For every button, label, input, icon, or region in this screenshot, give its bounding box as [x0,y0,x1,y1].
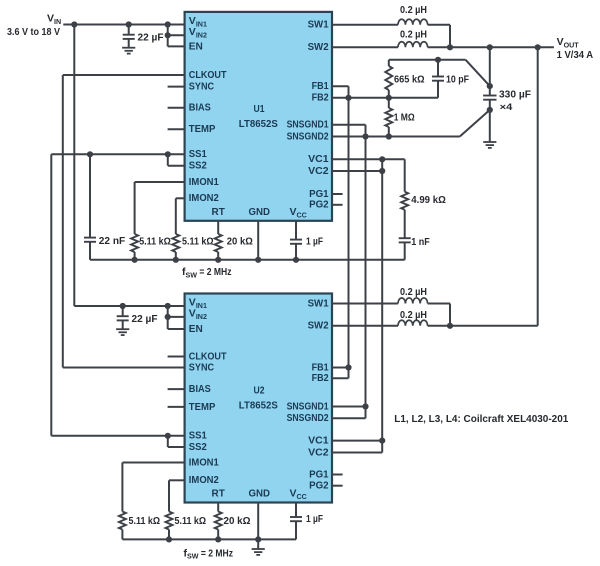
svg-text:BIAS: BIAS [189,102,211,114]
svg-text:10 pF: 10 pF [446,73,469,85]
svg-text:VIN: VIN [47,13,61,26]
svg-text:PG1: PG1 [309,188,329,200]
svg-text:1 MΩ: 1 MΩ [394,111,415,123]
svg-text:PG2: PG2 [309,199,329,211]
svg-text:TEMP: TEMP [189,401,216,413]
svg-text:GND: GND [248,488,270,500]
svg-text:VC1: VC1 [308,435,329,447]
svg-text:5.11 kΩ: 5.11 kΩ [139,235,171,247]
svg-text:0.2 µH: 0.2 µH [400,286,427,298]
svg-text:SS2: SS2 [189,160,207,172]
svg-text:FB2: FB2 [312,92,329,104]
svg-text:SW2: SW2 [308,320,329,332]
svg-text:IMON2: IMON2 [189,474,219,486]
svg-text:1 µF: 1 µF [306,235,323,247]
svg-text:U2: U2 [254,385,265,397]
svg-text:RT: RT [212,206,226,218]
svg-text:SW2: SW2 [308,41,329,53]
svg-text:1 V/34 A: 1 V/34 A [557,49,594,61]
svg-text:LT8652S: LT8652S [239,399,278,411]
svg-text:TEMP: TEMP [189,123,216,135]
svg-text:L1, L2, L3, L4: Coilcraft XEL4: L1, L2, L3, L4: Coilcraft XEL4030-201 [394,413,568,425]
svg-text:VIN2: VIN2 [189,26,207,39]
svg-text:EN: EN [189,323,203,335]
svg-text:FB1: FB1 [312,361,329,373]
svg-text:VC2: VC2 [308,165,329,177]
svg-text:fSW = 2 MHz: fSW = 2 MHz [182,266,231,279]
svg-text:IMON1: IMON1 [189,176,219,188]
svg-text:22 µF: 22 µF [138,31,165,43]
svg-text:VIN1: VIN1 [189,297,207,310]
svg-text:SW1: SW1 [308,19,329,31]
svg-text:665 kΩ: 665 kΩ [394,73,425,85]
svg-text:IMON1: IMON1 [189,456,219,468]
svg-text:fSW = 2 MHz: fSW = 2 MHz [184,547,233,560]
svg-text:VCC: VCC [290,488,307,501]
svg-text:PG2: PG2 [309,480,329,492]
svg-text:EN: EN [189,40,203,52]
svg-text:VIN1: VIN1 [189,15,207,28]
svg-text:SW1: SW1 [308,297,329,309]
svg-text:SS1: SS1 [189,148,207,160]
svg-text:20 kΩ: 20 kΩ [224,515,251,527]
svg-text:CLKOUT: CLKOUT [189,69,227,81]
svg-text:VOUT: VOUT [557,36,580,49]
svg-text:1 nF: 1 nF [411,236,430,248]
svg-text:4.99 kΩ: 4.99 kΩ [411,194,446,206]
svg-text:FB1: FB1 [312,80,329,92]
svg-text:LT8652S: LT8652S [239,118,278,130]
svg-text:5.11 kΩ: 5.11 kΩ [129,515,161,527]
svg-text:SS2: SS2 [189,441,207,453]
svg-text:SNSGND1: SNSGND1 [287,400,329,412]
svg-text:CLKOUT: CLKOUT [189,350,227,362]
svg-text:BIAS: BIAS [189,383,211,395]
svg-text:SYNC: SYNC [189,81,215,93]
svg-text:VC1: VC1 [308,153,329,165]
svg-text:GND: GND [248,206,270,218]
svg-text:SNSGND2: SNSGND2 [287,130,329,142]
svg-text:1 µF: 1 µF [306,513,323,525]
svg-text:SYNC: SYNC [189,361,215,373]
svg-text:5.11 kΩ: 5.11 kΩ [182,235,214,247]
svg-text:20 kΩ: 20 kΩ [227,235,253,247]
svg-text:RT: RT [212,488,226,500]
svg-text:3.6 V to 18 V: 3.6 V to 18 V [7,26,60,38]
svg-text:22 µF: 22 µF [132,313,159,325]
svg-text:VIN2: VIN2 [189,308,207,321]
svg-text:IMON2: IMON2 [189,192,219,204]
svg-text:SNSGND1: SNSGND1 [287,119,329,131]
svg-text:VC2: VC2 [308,446,329,458]
svg-text:VCC: VCC [290,206,307,219]
svg-text:U1: U1 [254,103,265,115]
svg-text:5.11 kΩ: 5.11 kΩ [175,515,207,527]
svg-text:330 µF: 330 µF [499,89,532,101]
svg-text:FB2: FB2 [312,372,329,384]
svg-text:PG1: PG1 [309,468,329,480]
svg-text:×4: ×4 [500,102,514,113]
svg-text:0.2 µH: 0.2 µH [400,309,427,321]
svg-text:0.2 µH: 0.2 µH [400,4,427,16]
svg-text:SS1: SS1 [189,430,207,442]
svg-text:0.2 µH: 0.2 µH [400,28,427,40]
svg-text:22 nF: 22 nF [99,235,126,247]
svg-text:SNSGND2: SNSGND2 [287,412,329,424]
